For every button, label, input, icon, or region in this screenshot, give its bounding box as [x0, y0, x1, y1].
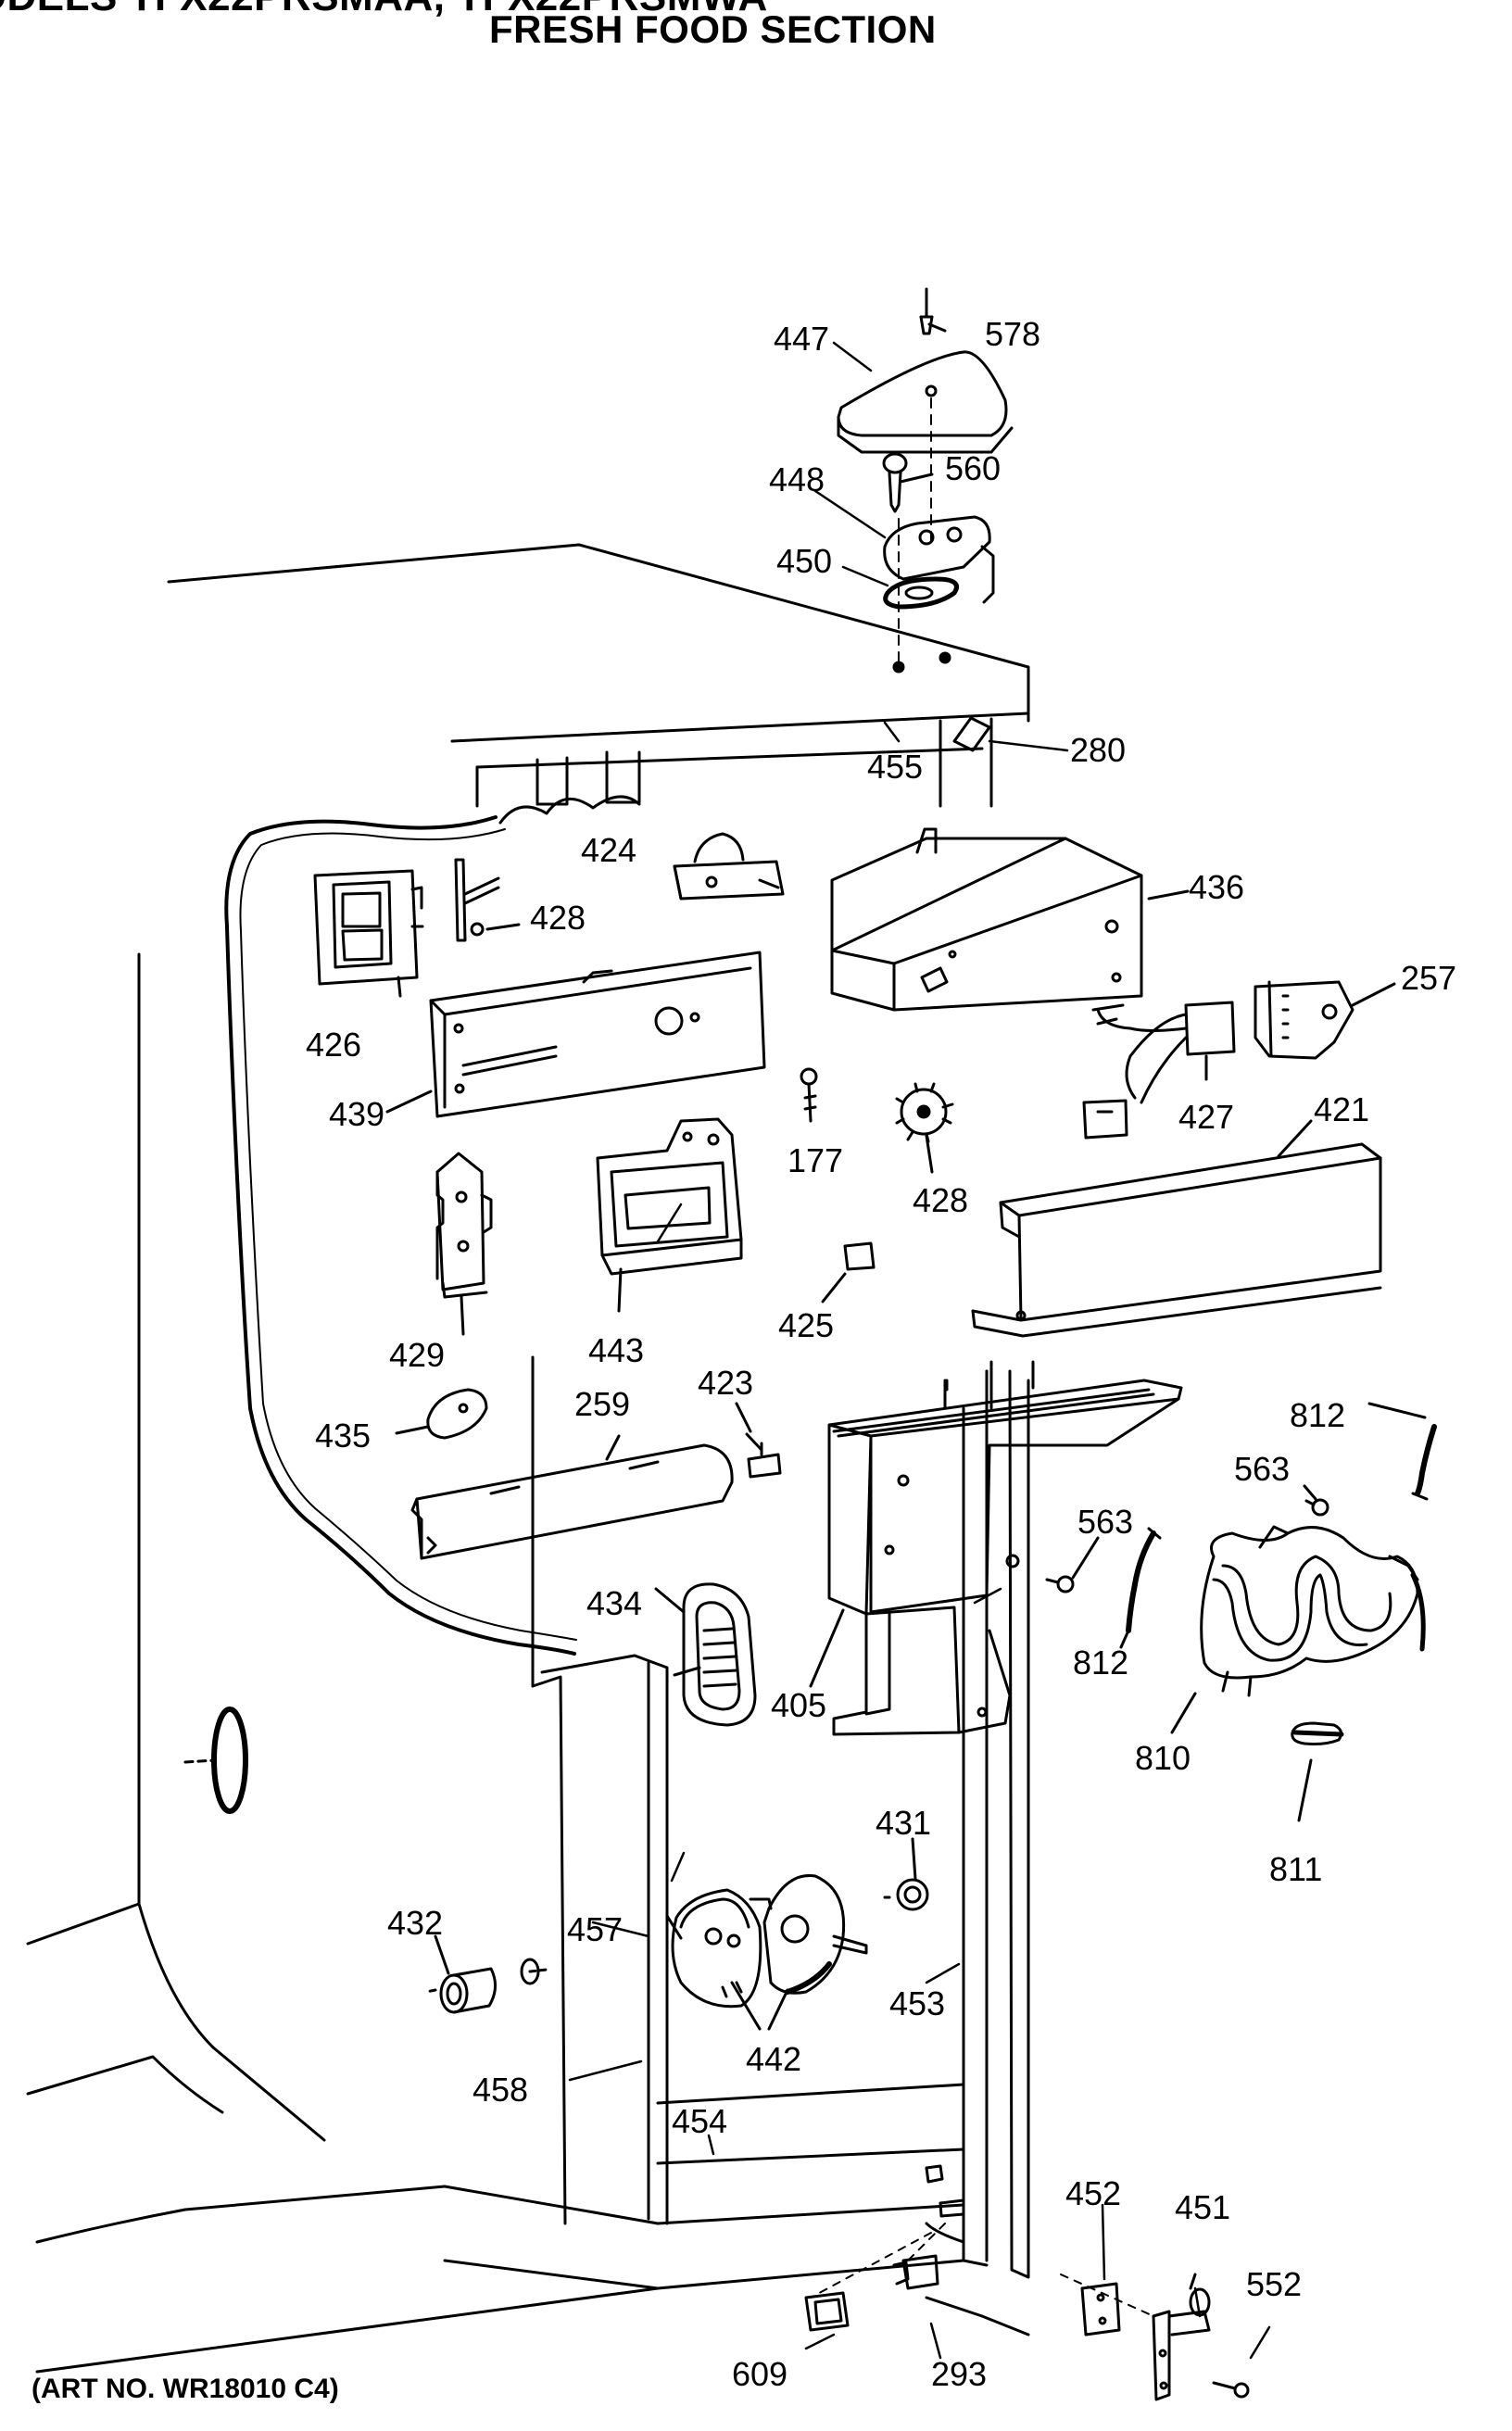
foam-cutaway-edge — [224, 815, 576, 1656]
shim-450 — [883, 576, 959, 610]
label-259: 259 — [574, 1385, 630, 1423]
hinge-448 — [883, 515, 995, 604]
bushing-432 — [424, 1934, 548, 2014]
part-280 — [952, 716, 991, 752]
gear-428-lower — [895, 1082, 954, 1174]
channel-259 — [410, 1434, 734, 1560]
label-609: 609 — [732, 2355, 788, 2393]
evaporator-cover-405 — [809, 1360, 1183, 1736]
label-423: 423 — [698, 1364, 753, 1402]
screw-552 — [1212, 2381, 1250, 2399]
label-455: 455 — [867, 748, 923, 786]
plate-443 — [596, 1117, 743, 1313]
plate-452 — [1080, 2282, 1121, 2337]
label-439: 439 — [329, 1095, 384, 1133]
defrost-timer-257 — [1254, 980, 1396, 1060]
control-knobs-442 — [665, 1873, 868, 2031]
label-458: 458 — [472, 2071, 528, 2109]
label-435: 435 — [315, 1417, 371, 1455]
label-436: 436 — [1189, 868, 1244, 906]
label-811: 811 — [1269, 1850, 1322, 1888]
foam-cutaway-inner — [239, 828, 577, 1641]
label-424: 424 — [581, 831, 636, 869]
label-426: 426 — [306, 1026, 361, 1064]
label-812-right: 812 — [1290, 1396, 1345, 1434]
label-429: 429 — [389, 1336, 445, 1374]
screw-560 — [882, 452, 934, 513]
channel-421 — [971, 1119, 1382, 1338]
switch-426 — [313, 869, 424, 998]
hinge-cover-447 — [837, 350, 1014, 454]
thermostat-424 — [673, 832, 785, 901]
label-432: 432 — [387, 1904, 443, 1942]
bracket-439 — [385, 951, 766, 1118]
art-number: (ART NO. WR18010 C4) — [32, 2374, 339, 2404]
hinge-451 — [1152, 2273, 1211, 2401]
label-451: 451 — [1175, 2188, 1230, 2226]
label-454: 454 — [672, 2102, 727, 2140]
label-428-lower: 428 — [913, 1181, 968, 1219]
screw-578 — [919, 287, 947, 335]
label-405: 405 — [771, 1686, 826, 1724]
screw-563-left — [1045, 1536, 1100, 1593]
bottom-bracket — [925, 2164, 965, 2218]
label-453: 453 — [889, 1984, 945, 2022]
label-810: 810 — [1135, 1739, 1191, 1777]
damper-434 — [654, 1582, 757, 1727]
label-421: 421 — [1314, 1090, 1369, 1128]
clip-609 — [804, 2291, 850, 2332]
label-552: 552 — [1246, 2265, 1302, 2303]
label-448: 448 — [769, 460, 825, 498]
clip-293 — [892, 2254, 939, 2290]
wire-harness-427 — [1082, 1001, 1236, 1140]
bracket-429 — [435, 1152, 493, 1336]
grommet-811 — [1291, 1721, 1344, 1822]
control-housing-436 — [830, 827, 1190, 1012]
label-280: 280 — [1070, 731, 1126, 769]
label-434: 434 — [586, 1584, 642, 1622]
screw-177 — [800, 1067, 818, 1123]
block-425 — [821, 1241, 876, 1304]
screw-563-right — [1303, 1484, 1329, 1517]
label-431: 431 — [876, 1804, 931, 1842]
section-title: FRESH FOOD SECTION — [489, 7, 937, 51]
label-427: 427 — [1178, 1098, 1234, 1136]
label-563-left: 563 — [1077, 1503, 1133, 1541]
label-425: 425 — [778, 1306, 834, 1344]
label-447: 447 — [774, 320, 829, 358]
label-442: 442 — [746, 2040, 801, 2078]
side-vent-slot — [211, 1707, 248, 1814]
connector-423 — [735, 1402, 782, 1479]
model-header: IODELS TFX22PRSMAA, TFX22PRSMWA — [0, 0, 768, 20]
leader-lines — [568, 341, 1271, 2360]
label-428-upper: 428 — [530, 899, 586, 937]
label-560: 560 — [945, 449, 1001, 487]
heater-810 — [1170, 1525, 1426, 1734]
part-labels: 578 447 560 448 450 455 280 424 428 436 … — [306, 315, 1456, 2393]
part-435 — [395, 1388, 488, 1440]
label-563-right: 563 — [1234, 1450, 1290, 1488]
nut-431 — [883, 1837, 929, 1911]
label-578: 578 — [985, 315, 1040, 353]
label-452: 452 — [1065, 2174, 1121, 2212]
label-257: 257 — [1401, 959, 1456, 997]
label-177: 177 — [788, 1141, 843, 1179]
label-812-left: 812 — [1073, 1644, 1128, 1682]
label-293: 293 — [931, 2355, 987, 2393]
clip-428-upper — [454, 858, 521, 942]
tube-812-left — [1119, 1527, 1162, 1649]
tube-812-right — [1367, 1402, 1437, 1501]
label-450: 450 — [776, 542, 832, 580]
label-443: 443 — [588, 1331, 644, 1369]
label-457: 457 — [567, 1910, 623, 1948]
